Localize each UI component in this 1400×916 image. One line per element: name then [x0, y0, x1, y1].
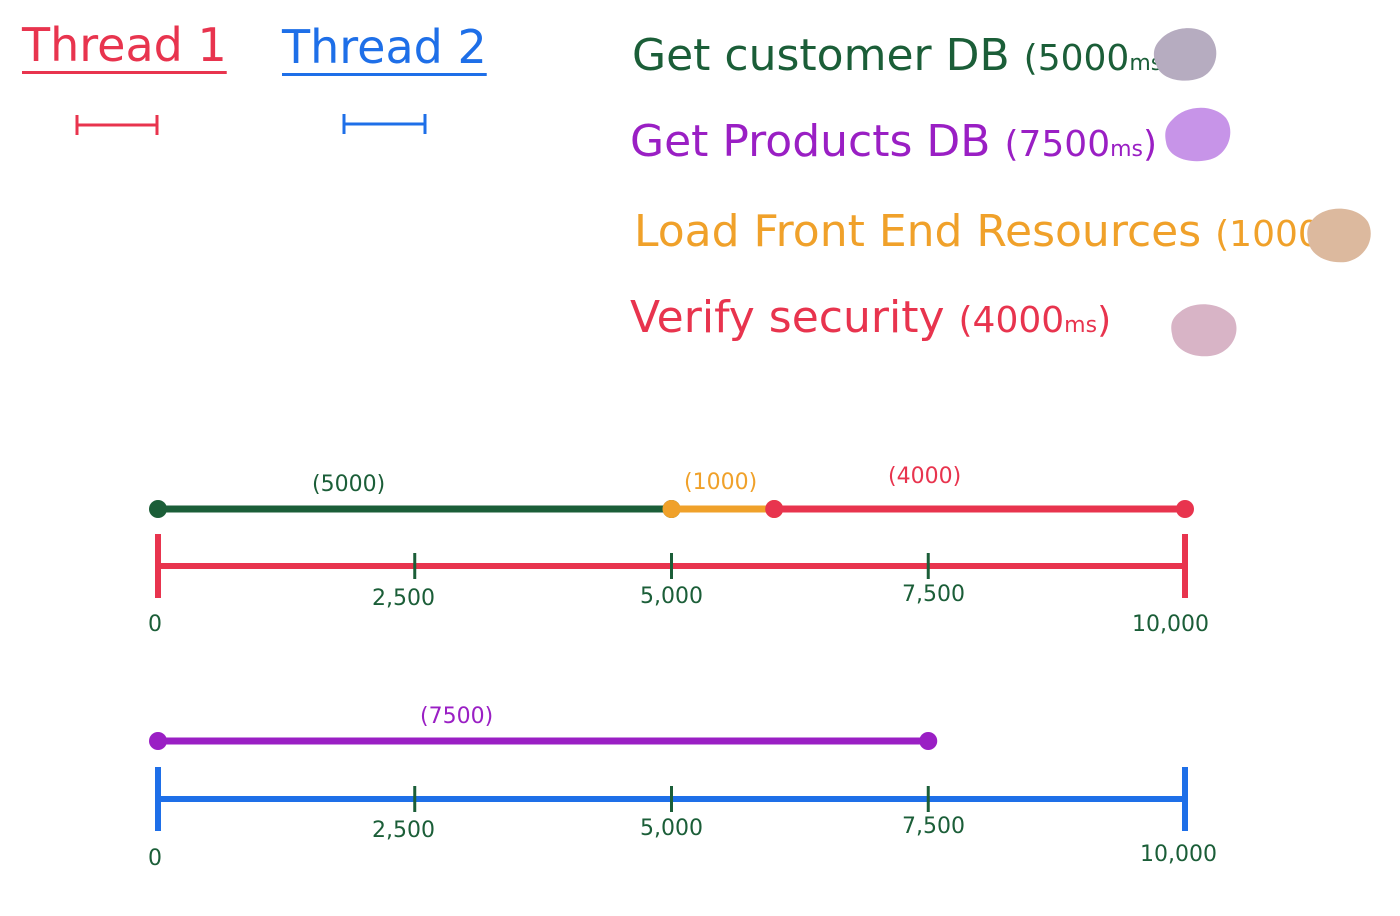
segment-start-dot [765, 500, 784, 518]
tick-label: 2,500 [372, 818, 435, 843]
tick-label: 5,000 [640, 816, 703, 841]
swatch-front-end [1307, 208, 1371, 263]
segment-start-dot [149, 732, 167, 750]
segment-start-dot [662, 500, 681, 518]
tick-label: 0 [148, 612, 162, 637]
segment-start-dot [149, 500, 167, 518]
segment-end-dot [1176, 500, 1194, 518]
thread-1-marker [75, 115, 159, 135]
legend-duration: (4000ms) [958, 300, 1112, 341]
thread-2-marker [342, 114, 427, 134]
legend-duration: (7500ms) [1004, 124, 1158, 165]
swatch-customer-db [1153, 28, 1217, 81]
segment-label-products-db: (7500) [420, 704, 494, 729]
tick-label: 7,500 [902, 582, 965, 607]
legend-label: Verify security [630, 292, 945, 343]
tick-label: 10,000 [1132, 612, 1209, 637]
tick-label: 10,000 [1140, 842, 1217, 867]
thread-1-title: Thread 1 [22, 18, 227, 72]
tick-label: 7,500 [902, 814, 965, 839]
swatch-products-db [1165, 107, 1231, 162]
segment-label-verify-security: (4000) [888, 464, 962, 489]
legend-item-products-db: Get Products DB (7500ms) [630, 116, 1157, 167]
legend-label: Get customer DB [632, 30, 1010, 81]
legend-label: Load Front End Resources [634, 206, 1202, 257]
legend-item-verify-security: Verify security (4000ms) [630, 292, 1111, 343]
segment-label-customer-db: (5000) [312, 472, 386, 497]
segment-label-front-end: (1000) [684, 470, 758, 495]
legend-item-customer-db: Get customer DB (5000ms) [632, 30, 1176, 81]
tick-label: 5,000 [640, 584, 703, 609]
legend-label: Get Products DB [630, 116, 991, 167]
thread-2-title: Thread 2 [282, 20, 487, 74]
segment-end-dot [919, 732, 938, 750]
swatch-verify-security [1171, 304, 1237, 357]
tick-label: 0 [148, 846, 162, 871]
tick-label: 2,500 [372, 586, 435, 611]
